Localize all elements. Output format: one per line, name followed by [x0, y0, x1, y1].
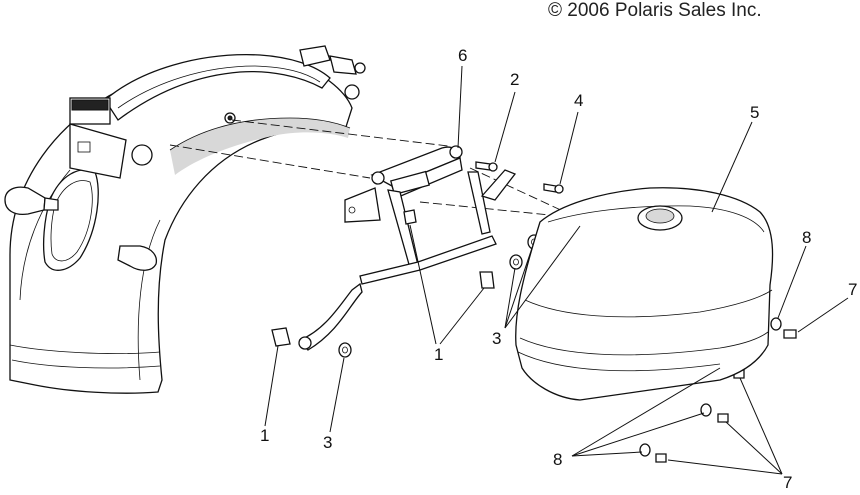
callout-7-upper: 7	[848, 280, 858, 299]
rear-fender	[4, 45, 366, 394]
saddlebag-mount-bracket	[298, 145, 517, 351]
callout-8-lower: 8	[553, 450, 563, 469]
callout-1-left: 1	[260, 426, 270, 445]
saddlebag	[515, 187, 774, 401]
leader-lines	[264, 65, 849, 475]
right-turn-signal	[117, 245, 158, 271]
callout-8-upper: 8	[802, 228, 812, 247]
callout-3-right: 3	[492, 329, 502, 348]
callout-2: 2	[510, 70, 520, 89]
callout-3-left: 3	[323, 433, 333, 452]
callout-1-right: 1	[434, 345, 444, 364]
copyright-notice: © 2006 Polaris Sales Inc.	[548, 0, 762, 21]
callout-7-lower: 7	[783, 473, 793, 492]
callout-4: 4	[574, 91, 584, 110]
callout-6: 6	[458, 46, 468, 65]
callout-5: 5	[750, 103, 760, 122]
